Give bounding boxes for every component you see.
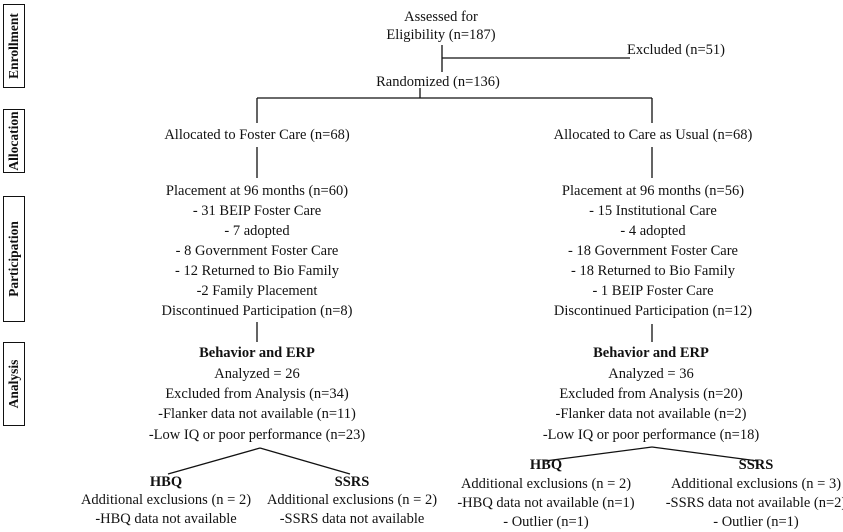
stage-analysis-label: Analysis xyxy=(6,359,21,409)
stage-enrollment-label: Enrollment xyxy=(6,13,21,79)
right-hbq-line: Additional exclusions (n = 2) xyxy=(460,476,632,492)
left-allocated-label: Allocated to Foster Care (n=68) xyxy=(164,127,350,143)
right-analysis-line: -Low IQ or poor performance (n=18) xyxy=(542,427,760,443)
left-hbq-title: HBQ xyxy=(149,474,183,490)
stage-allocation-label: Allocation xyxy=(6,111,21,171)
stage-participation-box: Participation xyxy=(3,196,25,322)
left-ssrs-line: -SSRS data not available xyxy=(279,511,425,527)
right-analysis-line: -Flanker data not available (n=2) xyxy=(555,406,747,422)
right-analysis-title: Behavior and ERP xyxy=(593,345,709,361)
connector-right-ssrs-branch xyxy=(651,446,759,462)
stage-enrollment-box: Enrollment xyxy=(3,4,25,88)
connector-left-ssrs-branch xyxy=(259,447,351,475)
right-hbq-title: HBQ xyxy=(529,457,563,473)
right-placement-line: - 18 Returned to Bio Family xyxy=(571,263,735,279)
left-placement-line: - 12 Returned to Bio Family xyxy=(175,263,339,279)
right-ssrs-title: SSRS xyxy=(738,457,774,473)
left-placement-line: - 7 adopted xyxy=(224,223,290,239)
connector-right-hbq-branch xyxy=(544,446,653,462)
left-ssrs-line: Additional exclusions (n = 2) xyxy=(266,492,438,508)
left-hbq-line: Additional exclusions (n = 2) xyxy=(80,492,252,508)
right-placement-line: - 15 Institutional Care xyxy=(589,203,717,219)
stage-participation-label: Participation xyxy=(6,221,21,297)
left-discontinued-label: Discontinued Participation (n=8) xyxy=(161,303,353,319)
left-placement-line: Placement at 96 months (n=60) xyxy=(165,183,349,199)
right-ssrs-line: Additional exclusions (n = 3) xyxy=(670,476,842,492)
left-analysis-line: -Flanker data not available (n=11) xyxy=(158,406,356,422)
right-ssrs-line: - Outlier (n=1) xyxy=(713,514,799,530)
left-ssrs-title: SSRS xyxy=(334,474,370,490)
left-analysis-line: Excluded from Analysis (n=34) xyxy=(165,386,349,402)
assessed-line-1: Assessed for xyxy=(404,9,478,25)
right-hbq-line: - Outlier (n=1) xyxy=(503,514,589,530)
right-hbq-line: -HBQ data not available (n=1) xyxy=(457,495,635,511)
right-analysis-line: Analyzed = 36 xyxy=(608,366,694,382)
right-placement-line: Placement at 96 months (n=56) xyxy=(561,183,745,199)
left-analysis-title: Behavior and ERP xyxy=(199,345,315,361)
right-analysis-line: Excluded from Analysis (n=20) xyxy=(559,386,743,402)
left-placement-line: - 31 BEIP Foster Care xyxy=(192,203,322,219)
connector-left-hbq-branch xyxy=(167,447,261,475)
right-discontinued-label: Discontinued Participation (n=12) xyxy=(553,303,753,319)
stage-allocation-box: Allocation xyxy=(3,109,25,173)
excluded-label: Excluded (n=51) xyxy=(627,42,725,58)
right-placement-line: - 18 Government Foster Care xyxy=(568,243,738,259)
left-analysis-line: -Low IQ or poor performance (n=23) xyxy=(148,427,366,443)
right-ssrs-line: -SSRS data not available (n=2) xyxy=(665,495,843,511)
stage-analysis-box: Analysis xyxy=(3,342,25,426)
randomized-label: Randomized (n=136) xyxy=(376,74,500,90)
left-hbq-line: -HBQ data not available xyxy=(95,511,237,527)
left-placement-line: -2 Family Placement xyxy=(196,283,318,299)
assessed-line-2: Eligibility (n=187) xyxy=(386,27,496,43)
left-analysis-line: Analyzed = 26 xyxy=(214,366,300,382)
right-placement-line: - 1 BEIP Foster Care xyxy=(592,283,714,299)
right-placement-line: - 4 adopted xyxy=(620,223,686,239)
right-allocated-label: Allocated to Care as Usual (n=68) xyxy=(553,127,753,143)
left-placement-line: - 8 Government Foster Care xyxy=(175,243,339,259)
